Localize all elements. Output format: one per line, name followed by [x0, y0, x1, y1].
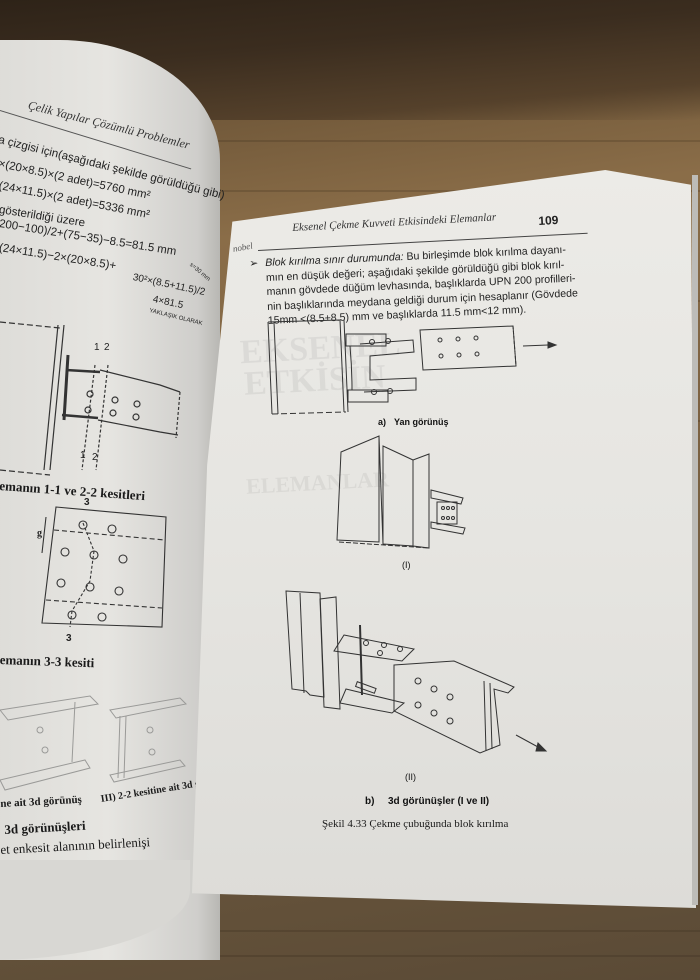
view-I-label: (I): [402, 560, 411, 570]
section-label-2: 2: [104, 342, 110, 353]
left-text-line: (24×11.5)−2×(20×8.5)+: [0, 242, 117, 273]
view-b-title: 3d görünüşler (I ve II): [388, 796, 490, 807]
section-label-1: 1: [80, 450, 86, 461]
view-II-label: (II): [405, 772, 416, 782]
left-footer-caption: et enkesit alanının belirlenişi: [0, 834, 151, 857]
section-label-1: 1: [94, 342, 100, 353]
left-page-content: Çelik Yapılar Çözümlü Problemler a çizgi…: [0, 0, 230, 980]
3d-view-I-diagram: [336, 435, 466, 549]
view-a-label: a): [378, 417, 387, 427]
left-figure-caption: ne ait 3d görünüş: [0, 793, 83, 810]
figure-caption: Şekil 4.33 Çekme çubuğunda blok kırılma: [322, 818, 509, 830]
left-formula-s-value: s=30 mm: [188, 262, 212, 283]
wood-grain: [0, 930, 700, 932]
plate-bolt-pattern-diagram: [41, 506, 167, 628]
view-b-label: b): [365, 796, 375, 807]
section-label-2: 2: [92, 452, 98, 463]
beam-3d-views: [0, 695, 188, 791]
right-page: [192, 170, 696, 908]
left-figure-caption: emanın 1-1 ve 2-2 kesitleri: [0, 478, 146, 504]
gauge-dimension-label: g: [37, 528, 42, 539]
side-view-diagram: [267, 319, 558, 415]
wood-grain: [0, 190, 700, 192]
left-figure-caption: emanın 3-3 kesiti: [0, 652, 95, 671]
left-footer-caption: 3d görünüşleri: [4, 817, 86, 837]
left-formula-numerator: 30²×(8.5+11.5)/2: [131, 272, 207, 299]
section-label-3: 3: [84, 497, 90, 508]
left-formula-denominator: 4×81.5: [151, 294, 185, 312]
wood-grain: [0, 955, 700, 957]
view-a-title: Yan görünüş: [394, 417, 449, 427]
bolted-connection-diagram: [0, 321, 181, 476]
section-label-3: 3: [66, 633, 72, 644]
wood-grain: [0, 140, 700, 142]
bullet-arrow-icon: ➢: [249, 257, 259, 270]
left-page: [0, 40, 220, 960]
3d-view-II-diagram: [285, 590, 548, 754]
block-shear-paragraph: ➢ Blok kırılma sınır durumunda: Bu birle…: [249, 242, 593, 329]
page-stack-edge: [692, 175, 698, 905]
page-number: 109: [538, 212, 559, 228]
